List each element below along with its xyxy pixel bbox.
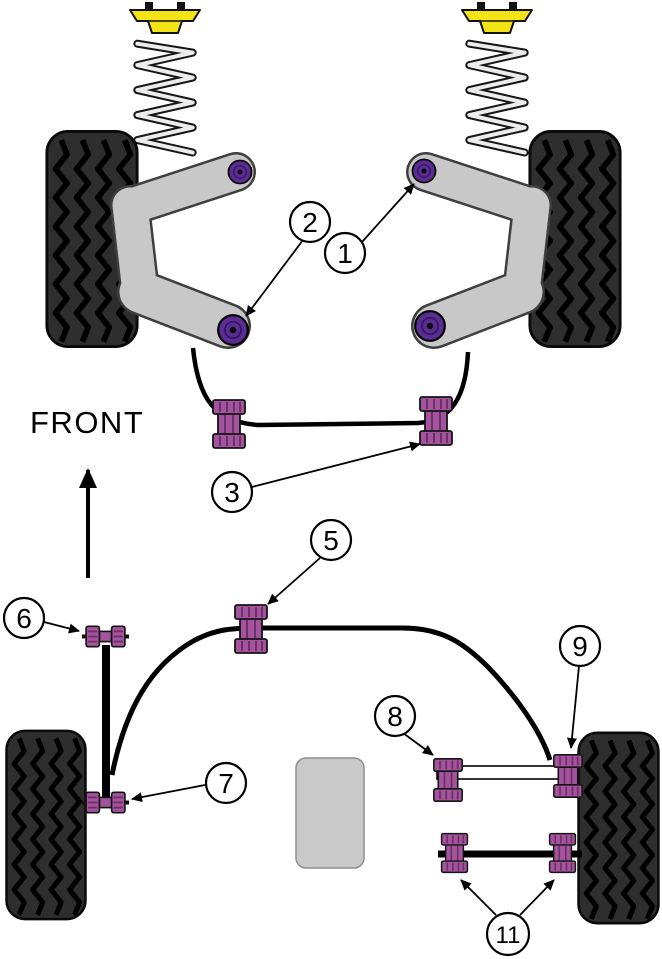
front-arb-bush-right xyxy=(419,396,453,446)
front-lower-bush-right xyxy=(414,310,446,342)
front-anti-roll-bar xyxy=(190,347,471,428)
front-arb-bush-left xyxy=(212,399,246,449)
callout-6: 6 xyxy=(2,596,46,640)
callout-1-label: 1 xyxy=(337,238,353,269)
callout-7-label: 7 xyxy=(218,768,234,799)
callout-3: 3 xyxy=(210,470,254,514)
rear-lower-arm-inner-bush xyxy=(440,832,469,874)
rear-arb-link-bush-upper xyxy=(82,626,129,646)
callout-5-arrow xyxy=(267,557,321,605)
rear-left-tire xyxy=(7,731,86,919)
callout-9-arrow xyxy=(566,665,580,749)
rear-right-tire xyxy=(579,733,659,923)
callout-2-arrow xyxy=(245,239,304,317)
callout-6-arrow xyxy=(43,621,80,634)
callout-8-label: 8 xyxy=(387,701,403,732)
callout-9: 9 xyxy=(558,624,602,668)
callout-6-label: 6 xyxy=(16,603,32,634)
rear-tie-rod-inner-bush xyxy=(432,757,464,803)
rear-subframe-box xyxy=(295,757,365,869)
callout-5: 5 xyxy=(309,518,353,562)
rear-arb-centre-bush xyxy=(234,604,268,654)
rear-lower-arm-outer-bush xyxy=(548,832,577,874)
rear-anti-roll-bar xyxy=(109,625,553,776)
callout-11-arrow-right xyxy=(519,879,555,916)
callout-11: 11 xyxy=(485,911,531,957)
callout-arrows xyxy=(43,183,580,916)
front-wishbones xyxy=(112,154,550,347)
front-lower-bush-left xyxy=(217,314,249,346)
callout-8-arrow xyxy=(402,732,434,756)
callout-3-label: 3 xyxy=(224,477,240,508)
front-direction-label: FRONT xyxy=(30,405,144,440)
callout-8: 8 xyxy=(373,694,417,738)
front-upper-bush-right xyxy=(411,158,437,184)
callout-2-label: 2 xyxy=(302,207,318,238)
front-left-top-mount xyxy=(129,2,201,34)
callout-2: 2 xyxy=(288,200,332,244)
callout-3-arrow xyxy=(251,441,421,488)
callout-5-label: 5 xyxy=(323,525,339,556)
callout-1: 1 xyxy=(323,231,367,275)
front-right-top-mount xyxy=(461,2,533,34)
front-upper-bush-left xyxy=(227,159,253,185)
callout-11-arrow-left xyxy=(460,879,497,916)
callout-7: 7 xyxy=(204,761,248,805)
front-right-spring xyxy=(469,44,524,153)
callout-1-arrow xyxy=(361,183,415,243)
front-left-spring xyxy=(137,44,192,153)
callout-9-label: 9 xyxy=(572,631,588,662)
callout-11-label: 11 xyxy=(496,922,521,949)
callout-7-arrow xyxy=(131,784,206,803)
rear-tie-rod-outer-bush xyxy=(552,753,584,799)
